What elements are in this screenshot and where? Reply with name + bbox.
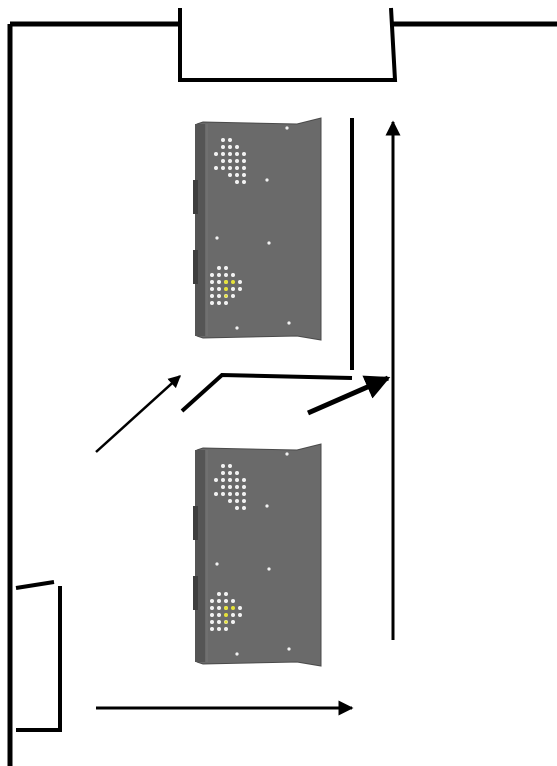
airflow-arrow-diagonal-right: [306, 375, 391, 416]
bottom-left-opening: [15, 580, 62, 732]
device-lower: [192, 443, 322, 667]
airflow-arrow-diagonal-left: [95, 375, 181, 453]
room-outline: [7, 21, 557, 766]
baffle-wall: [180, 118, 354, 413]
top-opening: [178, 7, 398, 82]
device-upper: [192, 117, 322, 341]
